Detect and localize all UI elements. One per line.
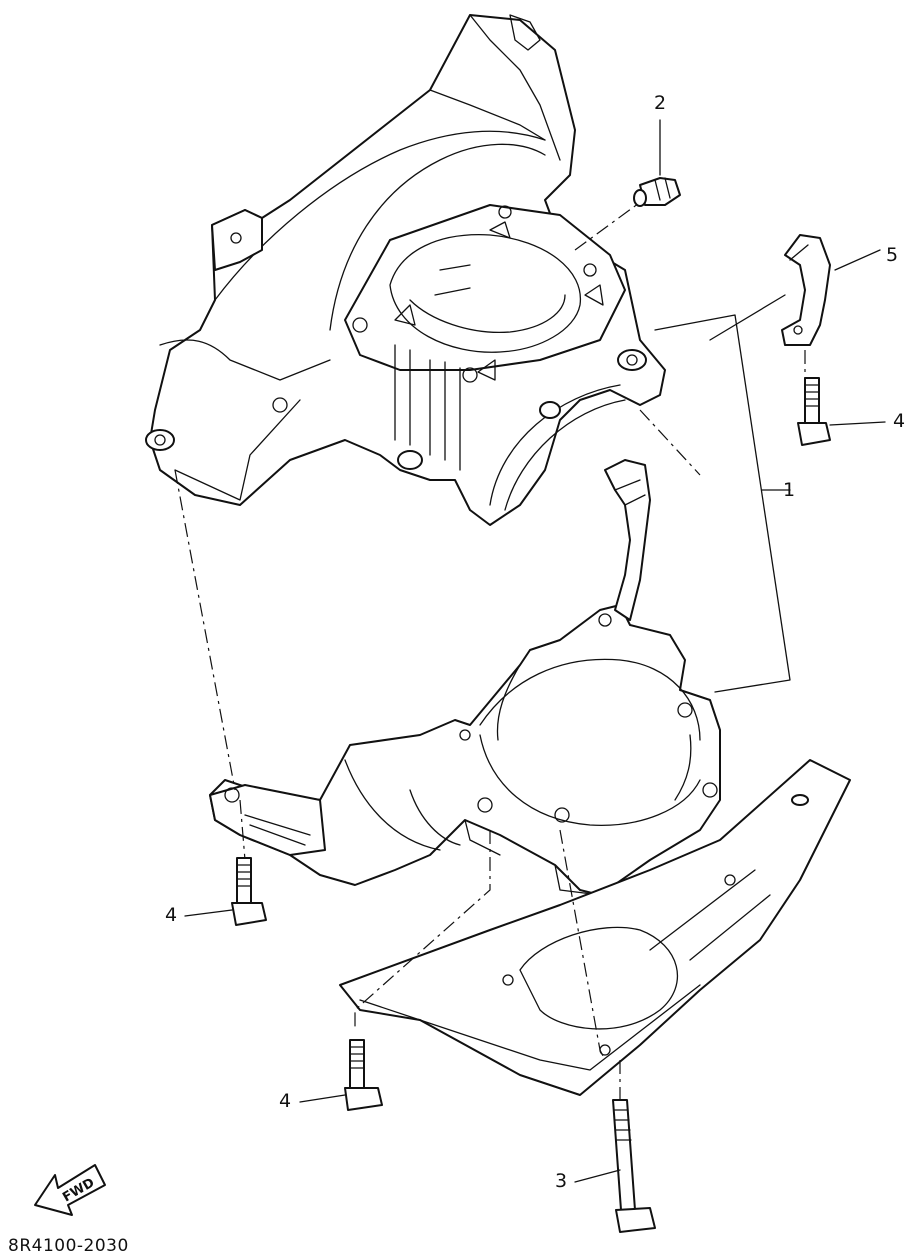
bolt-upper-right bbox=[797, 377, 886, 446]
diagram-reference-code: 8R4100-2030 bbox=[8, 1236, 129, 1256]
bolt-lower-middle bbox=[299, 1039, 383, 1111]
assembly-guide-lines bbox=[174, 194, 806, 1100]
forward-arrow-icon: FWD bbox=[34, 1164, 106, 1216]
part-5-clamp bbox=[781, 234, 881, 346]
center-separator-piece bbox=[604, 459, 651, 621]
callout-4-left: 4 bbox=[165, 904, 178, 926]
callout-4-lower: 4 bbox=[279, 1090, 292, 1112]
bolt-left bbox=[184, 857, 267, 926]
part-2-plug bbox=[633, 119, 681, 207]
bolt-long bbox=[574, 1099, 656, 1233]
gasket-plate bbox=[339, 759, 851, 1096]
callout-4-upper: 4 bbox=[893, 410, 906, 432]
upper-crankcase bbox=[145, 14, 666, 526]
callout-5: 5 bbox=[886, 244, 899, 266]
lower-crankcase bbox=[209, 604, 721, 896]
callout-2: 2 bbox=[654, 92, 667, 114]
callout-1-bracket bbox=[654, 294, 791, 693]
callout-1: 1 bbox=[783, 479, 796, 501]
callout-3: 3 bbox=[555, 1170, 568, 1192]
